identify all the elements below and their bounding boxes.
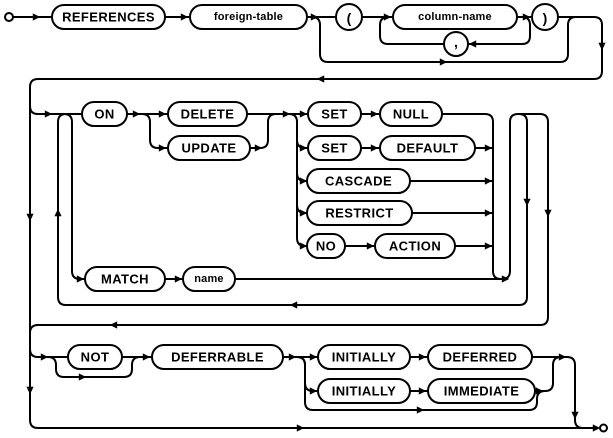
keyword-initially-deferred-initially: INITIALLY — [317, 344, 411, 370]
nonterminal-foreign-table-label: foreign-table — [214, 11, 283, 23]
keyword-deferrable: DEFERRABLE — [151, 344, 284, 370]
keyword-set-default-set: SET — [307, 135, 362, 161]
keyword-update: UPDATE — [167, 135, 251, 161]
keyword-delete: DELETE — [167, 101, 248, 127]
keyword-references: REFERENCES — [51, 4, 166, 30]
terminal-comma-label: , — [454, 34, 458, 50]
terminal-paren-close: ) — [531, 3, 559, 31]
keyword-restrict: RESTRICT — [306, 200, 413, 226]
keyword-update-label: UPDATE — [182, 141, 237, 156]
keyword-cascade: CASCADE — [306, 168, 411, 194]
keyword-on-label: ON — [94, 107, 114, 122]
keyword-immediate-label: IMMEDIATE — [444, 384, 520, 399]
nonterminal-column-name: column-name — [392, 4, 518, 30]
end-terminal — [599, 423, 608, 433]
keyword-set-null-set-label: SET — [321, 107, 347, 122]
terminal-comma: , — [443, 31, 469, 57]
keyword-deferred-label: DEFERRED — [443, 350, 518, 365]
keyword-restrict-label: RESTRICT — [325, 206, 393, 221]
nonterminal-name-label: name — [194, 273, 224, 285]
keyword-set-null-set: SET — [307, 101, 362, 127]
nonterminal-name: name — [182, 266, 236, 292]
keyword-initially-deferred-initially-label: INITIALLY — [332, 350, 397, 365]
keyword-delete-label: DELETE — [181, 107, 235, 122]
keyword-on: ON — [81, 101, 128, 127]
nonterminal-column-name-label: column-name — [418, 11, 492, 23]
keyword-no: NO — [306, 233, 346, 259]
start-terminal — [4, 12, 14, 22]
keyword-set-default-set-label: SET — [321, 141, 347, 156]
keyword-action-label: ACTION — [389, 239, 441, 254]
keyword-no-label: NO — [316, 239, 336, 254]
keyword-match-label: MATCH — [101, 272, 149, 287]
nonterminal-foreign-table: foreign-table — [189, 4, 308, 30]
keyword-deferred: DEFERRED — [427, 344, 533, 370]
keyword-not-label: NOT — [81, 350, 110, 365]
terminal-paren-close-label: ) — [543, 10, 548, 26]
keyword-action: ACTION — [374, 233, 456, 259]
terminal-paren-open-label: ( — [347, 10, 352, 26]
terminal-paren-open: ( — [335, 3, 363, 31]
keyword-cascade-label: CASCADE — [325, 174, 392, 189]
keyword-match: MATCH — [84, 266, 166, 292]
keyword-references-label: REFERENCES — [62, 10, 155, 25]
keyword-initially-immediate-initially: INITIALLY — [317, 378, 411, 404]
keyword-null: NULL — [379, 101, 443, 127]
keyword-not: NOT — [67, 344, 123, 370]
keyword-default: DEFAULT — [379, 135, 476, 161]
keyword-null-label: NULL — [393, 107, 429, 122]
keyword-initially-immediate-initially-label: INITIALLY — [332, 384, 397, 399]
keyword-immediate: IMMEDIATE — [427, 378, 536, 404]
keyword-deferrable-label: DEFERRABLE — [171, 350, 264, 365]
keyword-default-label: DEFAULT — [397, 141, 459, 156]
